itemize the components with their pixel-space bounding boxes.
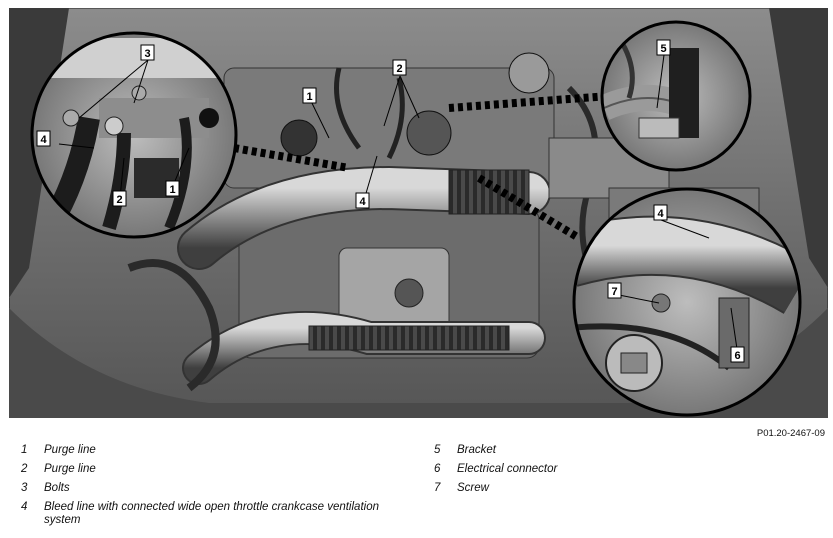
svg-text:4: 4 xyxy=(40,134,47,146)
legend-left: 1 Purge line 2 Purge line 3 Bolts 4 Blee… xyxy=(21,444,401,529)
callout-2-inset: 2 xyxy=(112,190,127,207)
callout-6: 6 xyxy=(730,346,745,363)
figure-code: P01.20-2467-09 xyxy=(756,428,825,439)
legend-text: Purge line xyxy=(44,444,96,456)
legend-right: 5 Bracket 6 Electrical connector 7 Screw xyxy=(434,444,814,501)
callout-3-inset: 3 xyxy=(140,44,155,61)
legend-item: 1 Purge line xyxy=(21,444,401,463)
legend-text: Screw xyxy=(457,482,489,494)
detail-zoom-left xyxy=(30,31,238,239)
svg-text:4: 4 xyxy=(359,196,366,208)
legend-item: 7 Screw xyxy=(434,482,814,501)
legend-number: 7 xyxy=(434,482,441,494)
legend-item: 6 Electrical connector xyxy=(434,463,814,482)
svg-text:3: 3 xyxy=(144,48,150,60)
callout-2-main: 2 xyxy=(392,59,407,76)
legend-text: Bolts xyxy=(44,482,70,494)
callout-4-zoom: 4 xyxy=(653,204,668,221)
legend-number: 3 xyxy=(21,482,28,494)
callout-1-inset: 1 xyxy=(165,180,180,197)
legend-number: 4 xyxy=(21,501,28,513)
legend-item: 4 Bleed line with connected wide open th… xyxy=(21,501,401,529)
detail-zoom-top-right xyxy=(600,20,752,172)
callout-1-main: 1 xyxy=(302,87,317,104)
engine-illustration: 1 1 2 2 3 4 4 4 5 6 7 xyxy=(9,8,828,418)
legend-number: 1 xyxy=(21,444,28,456)
legend-item: 5 Bracket xyxy=(434,444,814,463)
legend-number: 5 xyxy=(434,444,441,456)
legend-text: Bracket xyxy=(457,444,496,456)
legend-item: 2 Purge line xyxy=(21,463,401,482)
svg-text:6: 6 xyxy=(734,350,740,362)
svg-text:7: 7 xyxy=(611,286,617,298)
legend-text: Purge line xyxy=(44,463,96,475)
legend-text: Bleed line with connected wide open thro… xyxy=(44,501,379,526)
svg-text:4: 4 xyxy=(657,208,664,220)
legend-item: 3 Bolts xyxy=(21,482,401,501)
svg-text:2: 2 xyxy=(396,63,402,75)
callout-4-main: 4 xyxy=(355,192,370,209)
svg-text:1: 1 xyxy=(306,91,312,103)
svg-text:1: 1 xyxy=(169,184,175,196)
callout-5: 5 xyxy=(656,39,671,56)
legend-number: 2 xyxy=(21,463,28,475)
legend-text: Electrical connector xyxy=(457,463,558,475)
svg-text:5: 5 xyxy=(660,43,666,55)
callout-7: 7 xyxy=(607,282,622,299)
callout-4-inset: 4 xyxy=(36,130,51,147)
legend-number: 6 xyxy=(434,463,441,475)
svg-text:2: 2 xyxy=(116,194,122,206)
